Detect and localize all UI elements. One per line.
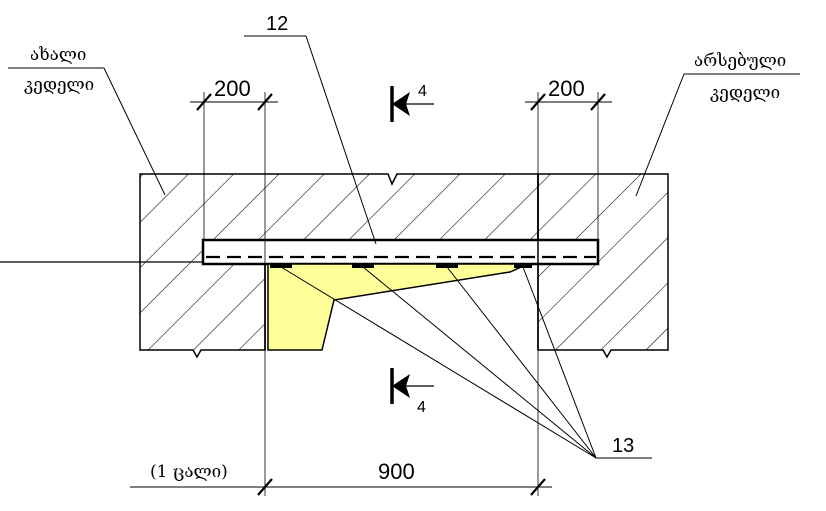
- dim-left-200-text: 200: [214, 76, 251, 101]
- section-mark-bottom: 4: [390, 368, 434, 416]
- lintel-beam: [201, 238, 600, 266]
- dimension-extensions: [203, 92, 599, 496]
- dimension-left-200: 200: [190, 76, 278, 111]
- existing-wall-label: არსებული კედელი: [635, 51, 800, 197]
- new-wall-label-line1: ახალი: [30, 45, 86, 65]
- grout-fill: [267, 263, 532, 351]
- dimension-right-200: 200: [525, 76, 612, 111]
- section-mark-top: 4: [390, 83, 434, 122]
- existing-wall-label-line2: კედელი: [710, 83, 780, 103]
- new-wall-label-line2: კედელი: [24, 75, 94, 95]
- callout-13: 13: [280, 266, 652, 459]
- callout-12-text: 12: [266, 13, 288, 35]
- one-piece-label: (1 ცალი): [150, 462, 228, 482]
- dimension-900: 900 (1 ცალი): [130, 459, 552, 496]
- dim-900-text: 900: [378, 459, 415, 484]
- callout-12: 12: [244, 13, 377, 245]
- existing-wall-label-line1: არსებული: [694, 51, 786, 71]
- callout-13-text: 13: [612, 435, 634, 457]
- section-mark-bottom-number: 4: [417, 399, 426, 416]
- section-mark-top-number: 4: [418, 83, 427, 100]
- existing-wall: [537, 173, 669, 359]
- dim-right-200-text: 200: [548, 76, 585, 101]
- new-wall-label: ახალი კედელი: [8, 45, 166, 196]
